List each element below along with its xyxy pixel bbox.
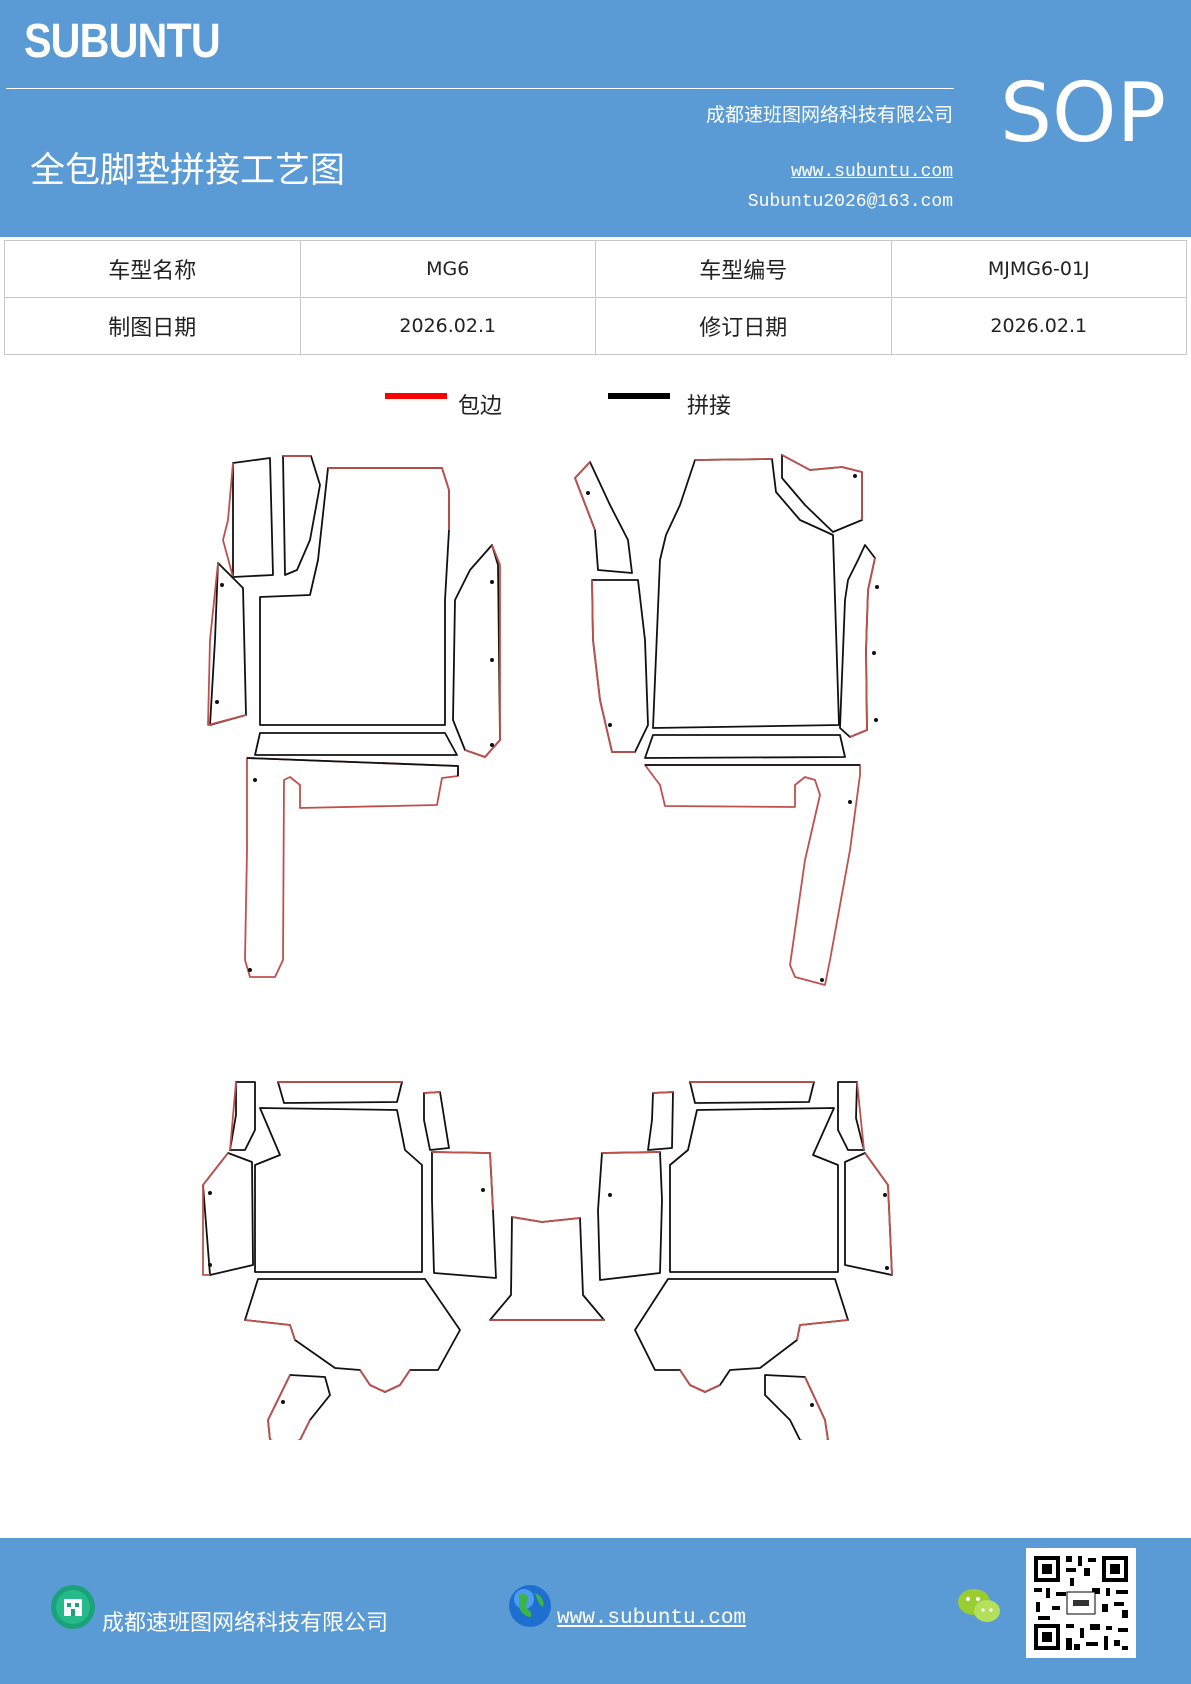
legend-edging-swatch	[385, 393, 447, 399]
building-icon	[51, 1585, 95, 1629]
model-name-value: MG6	[299, 240, 596, 298]
globe-icon	[509, 1585, 551, 1627]
legend-seam-swatch	[608, 393, 670, 399]
model-name-label: 车型名称	[4, 240, 301, 298]
draw-date-label: 制图日期	[4, 297, 301, 355]
table-row: 制图日期 2026.02.1 修订日期 2026.02.1	[4, 297, 1187, 355]
qr-code-icon	[1026, 1548, 1136, 1658]
front-right-mat	[574, 454, 879, 986]
info-table: 车型名称 MG6 车型编号 MJMG6-01J 制图日期 2026.02.1 修…	[4, 240, 1187, 355]
revision-date-value: 2026.02.1	[890, 297, 1187, 355]
model-code-label: 车型编号	[595, 240, 892, 298]
rear-left-mat	[202, 1081, 497, 1440]
sop-badge: SOP	[1000, 66, 1167, 161]
email-address: Subuntu2026@163.com	[747, 192, 953, 212]
footer-website-link[interactable]: www.subuntu.com	[557, 1607, 747, 1630]
center-tunnel-mat	[489, 1216, 605, 1321]
page-title: 全包脚垫拼接工艺图	[30, 151, 346, 191]
front-left-mat	[207, 455, 501, 978]
website-link[interactable]: www.subuntu.com	[790, 162, 953, 182]
header-banner: SUBUNTU 成都速班图网络科技有限公司 全包脚垫拼接工艺图 www.subu…	[0, 0, 1191, 237]
draw-date-value: 2026.02.1	[299, 297, 596, 355]
brand-logo: SUBUNTU	[24, 15, 221, 68]
revision-date-label: 修订日期	[595, 297, 892, 355]
company-name: 成都速班图网络科技有限公司	[705, 104, 953, 126]
header-divider	[6, 88, 954, 89]
legend-seam-label: 拼接	[687, 394, 732, 419]
footer-company-name: 成都速班图网络科技有限公司	[102, 1611, 389, 1636]
wechat-icon	[958, 1589, 1000, 1622]
model-code-value: MJMG6-01J	[890, 240, 1187, 298]
table-row: 车型名称 MG6 车型编号 MJMG6-01J	[4, 240, 1187, 298]
legend-edging-label: 包边	[458, 394, 503, 419]
mat-layout-drawing	[202, 454, 893, 1440]
rear-right-mat	[597, 1081, 893, 1440]
